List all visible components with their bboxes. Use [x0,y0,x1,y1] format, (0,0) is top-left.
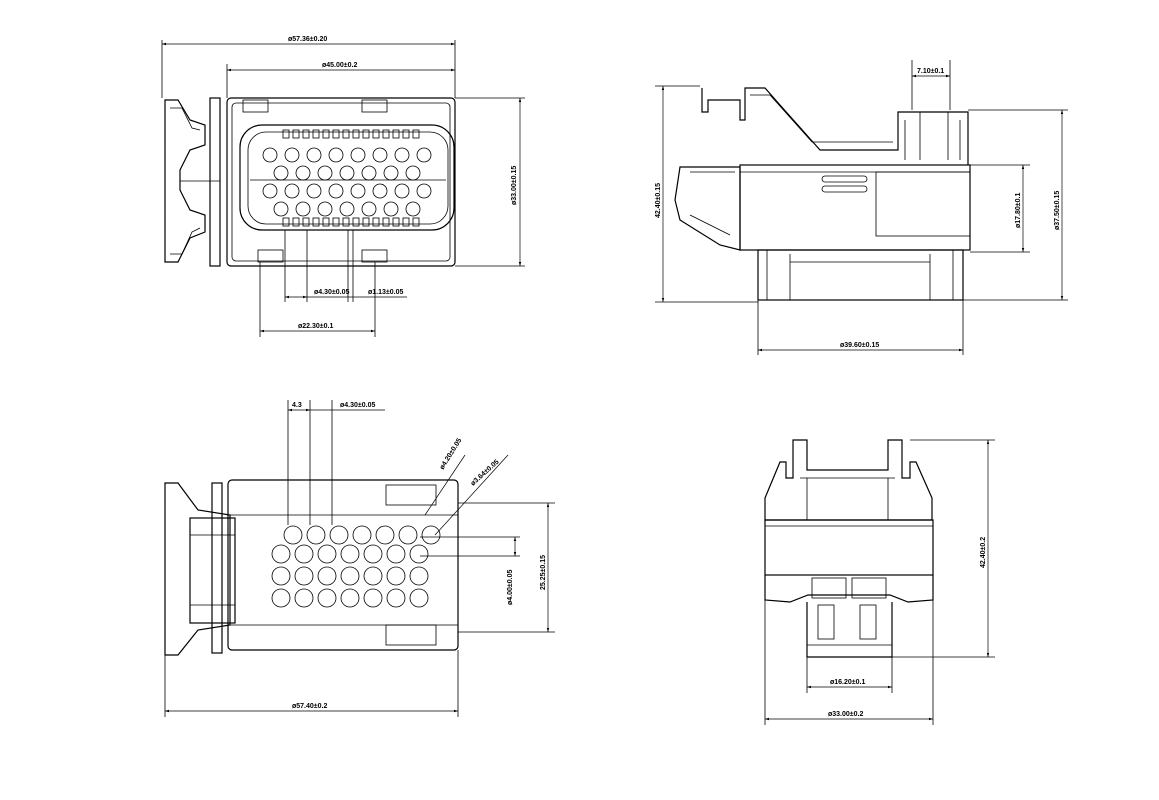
end-view: 42.40±0.2 ø16.20±0.1 ø33.00±0.2 [764,439,995,725]
front-height-label: ø33.00±0.15 [511,166,518,205]
side-view: 7.10±0.1 42.40±0.15 ø17.80±0.1 ø37.50±0.… [655,60,1068,355]
front-overall-width-label: ø57.36±0.20 [288,36,327,43]
rear-pitch-label: ø4.30±0.05 [340,402,375,409]
front-span-label: ø22.30±0.1 [298,323,333,330]
side-tab-width-label: 7.10±0.1 [917,68,944,75]
side-base-width-label: ø39.60±0.15 [840,342,879,349]
front-gap-label: ø1.13±0.05 [368,289,403,296]
rear-row-pitch-label: ø4.00±0.05 [507,570,514,605]
side-window-height-label: ø17.80±0.1 [1015,193,1022,228]
side-body-height-label: ø37.50±0.15 [1054,191,1061,230]
front-pitch-label: ø4.30±0.05 [314,289,349,296]
rear-view: 4.3 ø4.30±0.05 ø4.20±0.05 ø3.64±0.05 ø4.… [164,400,555,717]
rear-hole-dia-a-label: ø4.20±0.05 [439,437,464,471]
rear-pitch-small-label: 4.3 [292,402,302,409]
rear-hole-dia-b-label: ø3.64±0.05 [470,459,501,488]
end-height-label: 42.40±0.2 [980,537,987,568]
side-overall-height-label: 42.40±0.15 [655,183,662,218]
rear-overall-length-label: ø57.40±0.2 [292,703,327,710]
end-overall-width-label: ø33.00±0.2 [828,711,863,718]
end-inner-width-label: ø16.20±0.1 [830,679,865,686]
front-view: ø57.36±0.20 ø45.00±0.2 ø33.00±0.15 ø4.30… [161,36,525,337]
rear-cavity-height-label: 25.25±0.15 [540,555,547,590]
front-body-width-label: ø45.00±0.2 [322,62,357,69]
